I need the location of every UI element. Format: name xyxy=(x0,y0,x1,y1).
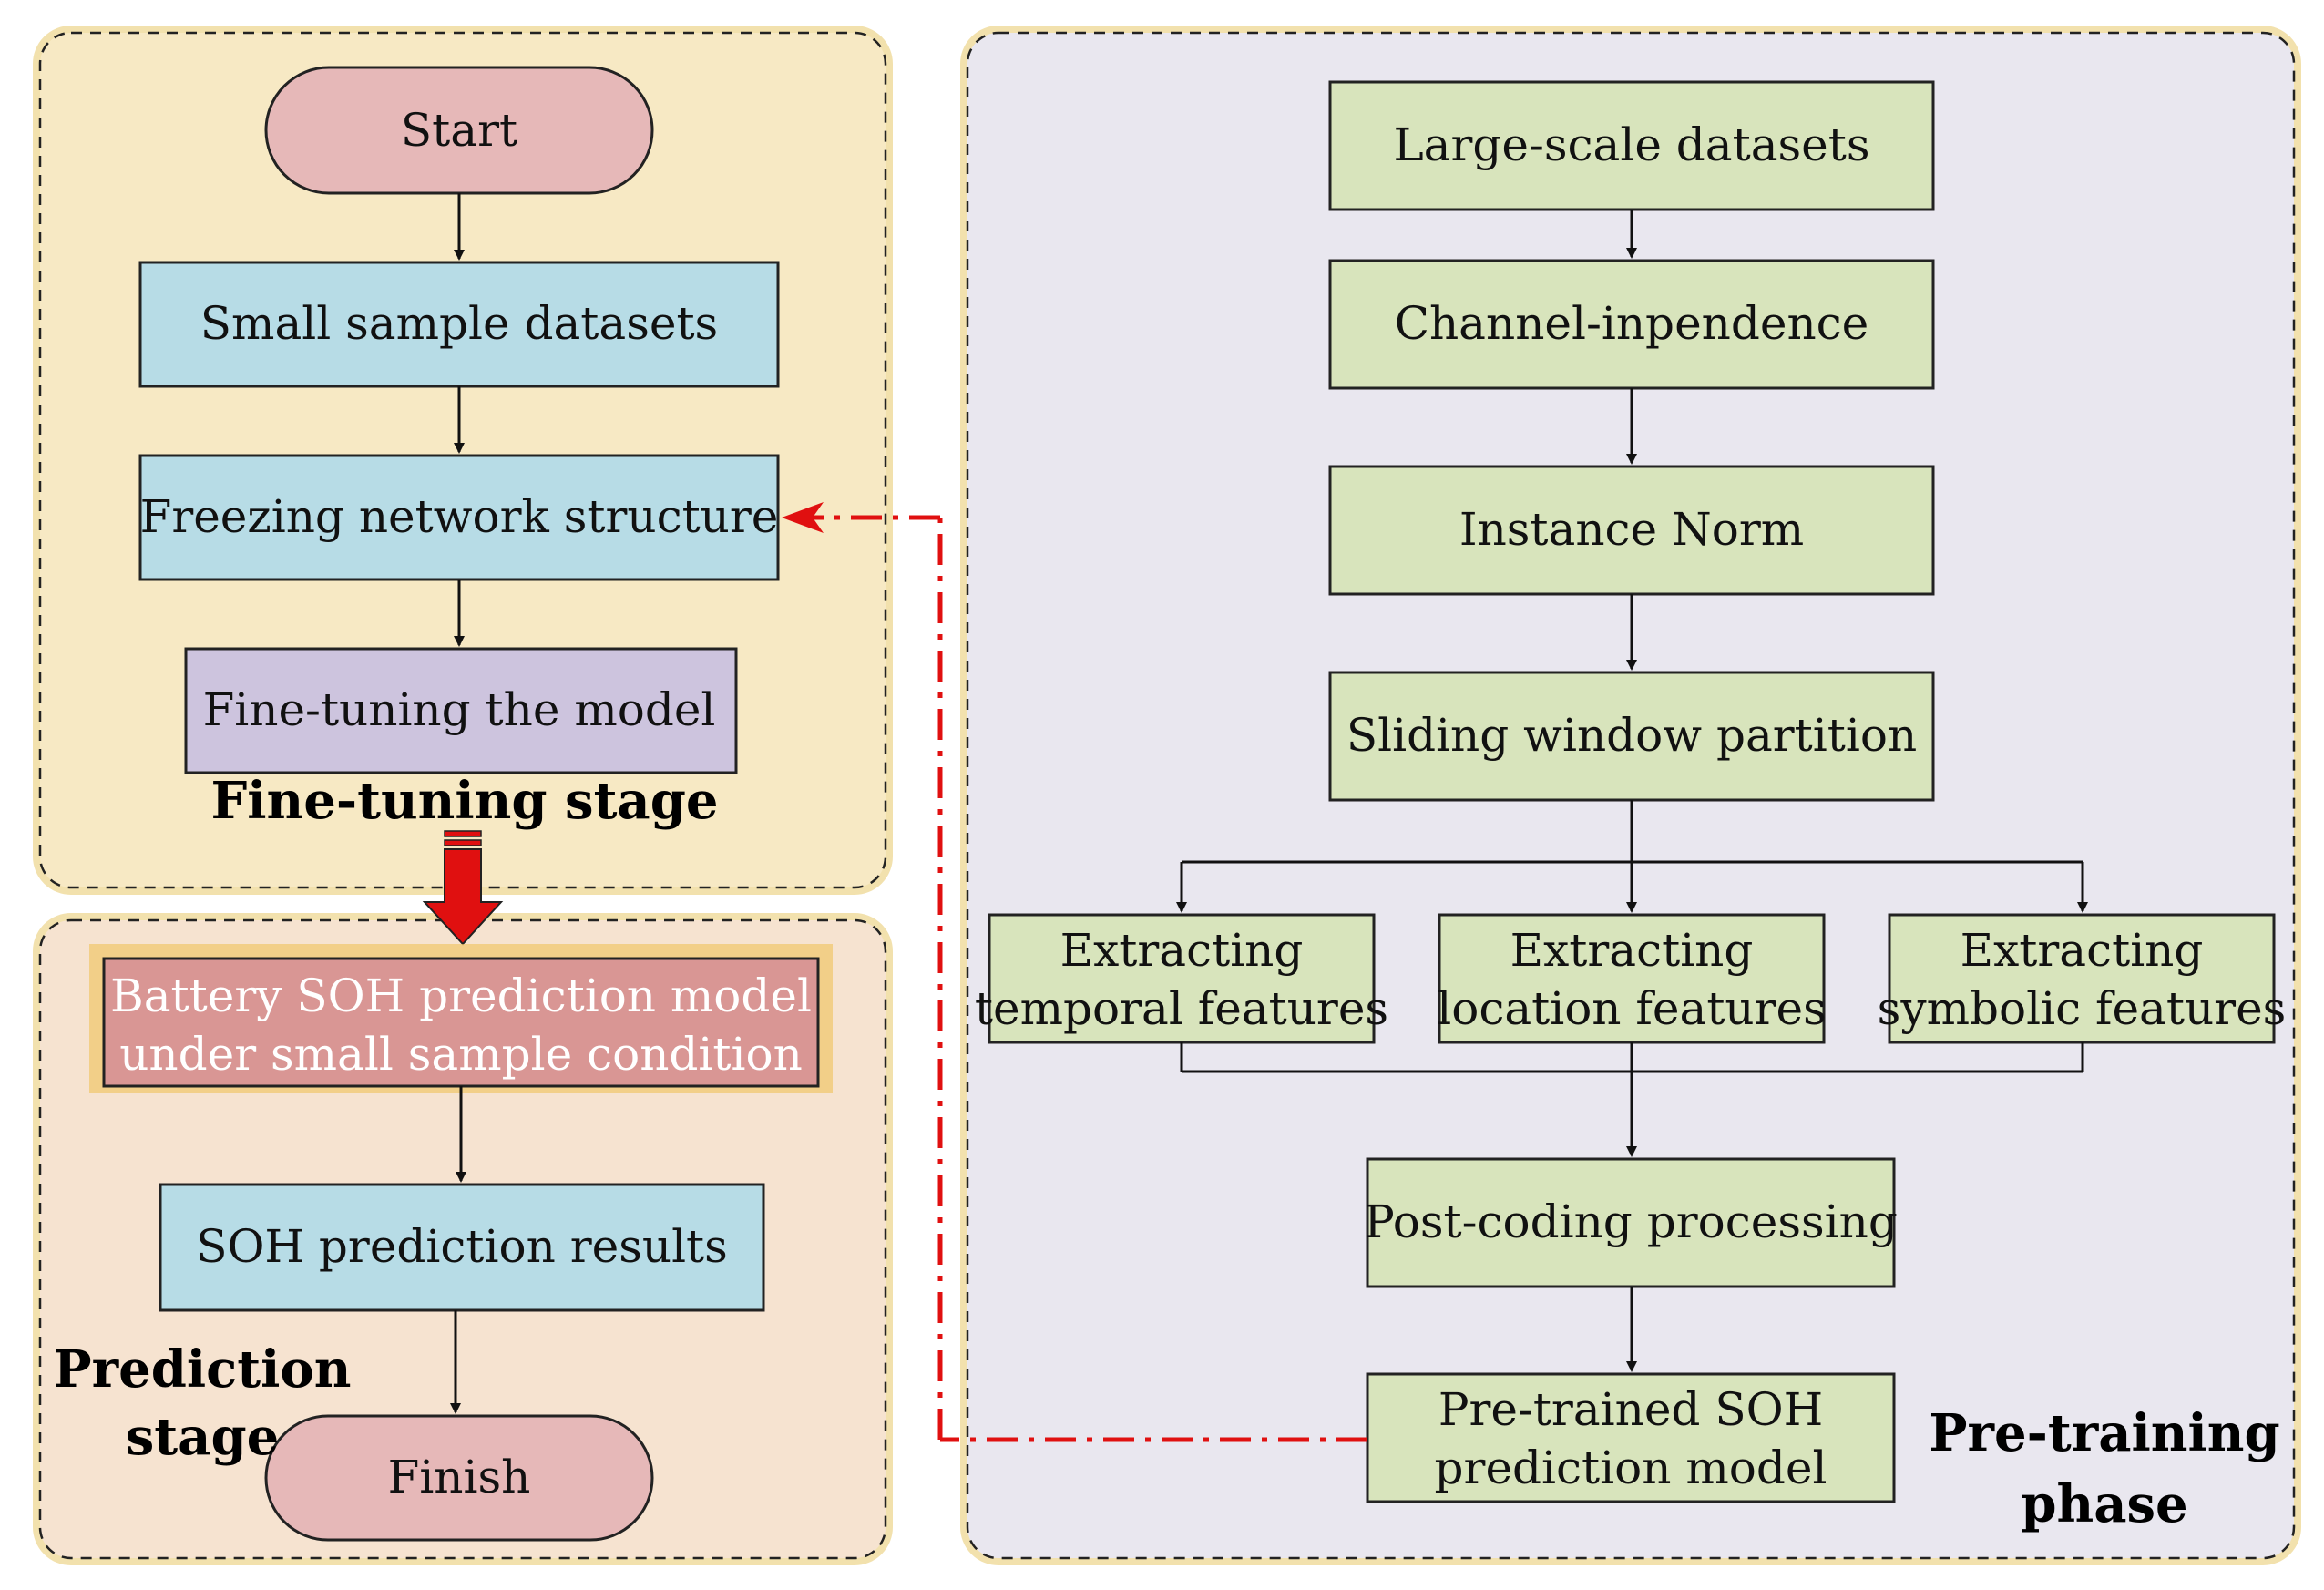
start-label: Start xyxy=(401,104,517,157)
model-label-line1: Battery SOH prediction model xyxy=(110,969,812,1022)
model-label-line2: under small sample condition xyxy=(119,1028,803,1081)
pretrained-model-node: Pre-trained SOH prediction model xyxy=(1366,1372,1896,1503)
small-datasets-label: Small sample datasets xyxy=(200,297,718,350)
temporal-features-node: Extracting temporal features xyxy=(975,913,1388,1044)
location-features-node: Extracting location features xyxy=(1437,913,1827,1044)
instance-norm-label: Instance Norm xyxy=(1459,503,1804,556)
soh-results-node: SOH prediction results xyxy=(159,1183,765,1312)
post-coding-node: Post-coding processing xyxy=(1364,1157,1898,1288)
pretrained-line2: prediction model xyxy=(1435,1441,1827,1494)
battery-soh-model-node: Battery SOH prediction model under small… xyxy=(89,944,833,1093)
fine-tuning-model-node: Fine-tuning the model xyxy=(184,647,738,774)
freezing-label: Freezing network structure xyxy=(140,490,779,543)
prediction-title-line2: stage xyxy=(126,1407,279,1467)
sliding-window-node: Sliding window partition xyxy=(1328,671,1935,802)
symbolic-features-node: Extracting symbolic features xyxy=(1878,913,2287,1044)
post-coding-label: Post-coding processing xyxy=(1364,1195,1898,1248)
channel-independence-node: Channel-inpendence xyxy=(1328,259,1935,390)
fan-in-connectors xyxy=(1180,1042,2084,1157)
stage-transition-arrow xyxy=(422,830,504,946)
pretraining-title-line2: phase xyxy=(2021,1474,2187,1534)
results-label: SOH prediction results xyxy=(196,1220,728,1273)
prediction-title-line1: Prediction xyxy=(54,1339,352,1400)
temporal-line1: Extracting xyxy=(1060,924,1304,977)
finish-node: Finish xyxy=(264,1414,654,1542)
finish-label: Finish xyxy=(388,1451,531,1503)
temporal-line2: temporal features xyxy=(975,982,1388,1035)
fan-out-connectors xyxy=(1176,800,2088,913)
pretrained-line1: Pre-trained SOH xyxy=(1438,1383,1823,1436)
pretraining-title-line1: Pre-training xyxy=(1929,1403,2279,1463)
fine-tuning-stage-title: Fine-tuning stage xyxy=(210,771,718,831)
fine-tune-label: Fine-tuning the model xyxy=(203,683,716,736)
large-scale-datasets-node: Large-scale datasets xyxy=(1328,80,1935,211)
model-transfer-connector xyxy=(782,502,1367,1442)
small-sample-datasets-node: Small sample datasets xyxy=(138,261,780,388)
symbolic-line1: Extracting xyxy=(1961,924,2204,977)
location-line2: location features xyxy=(1437,982,1827,1035)
start-node: Start xyxy=(264,66,654,195)
channel-label: Channel-inpendence xyxy=(1395,297,1869,350)
instance-norm-node: Instance Norm xyxy=(1328,465,1935,596)
sliding-label: Sliding window partition xyxy=(1346,709,1917,762)
large-datasets-label: Large-scale datasets xyxy=(1393,118,1869,171)
location-line1: Extracting xyxy=(1510,924,1754,977)
symbolic-line2: symbolic features xyxy=(1878,982,2287,1035)
freezing-network-node: Freezing network structure xyxy=(138,454,780,581)
